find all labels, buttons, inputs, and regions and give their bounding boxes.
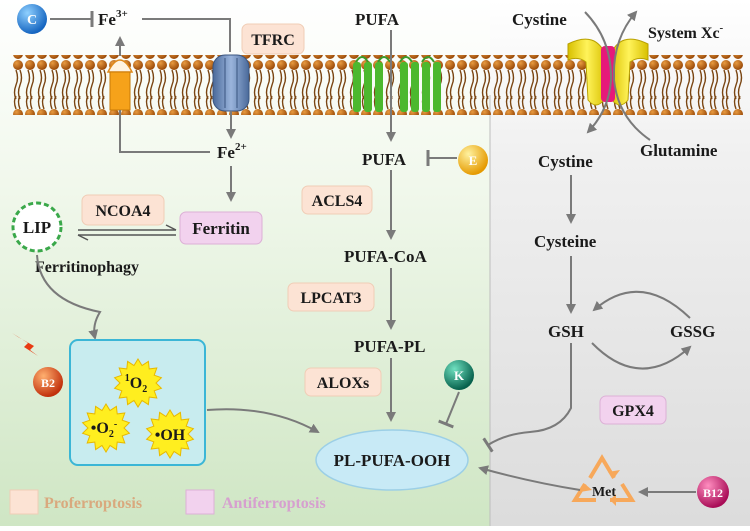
lpcat3-box (287, 282, 375, 312)
tfrc-receptor-shape (212, 54, 250, 112)
glutamine-label: Glutamine (640, 141, 718, 160)
ncoa4-label: NCOA4 (95, 203, 150, 220)
cystine-out-label: Cystine (512, 10, 567, 29)
gpx4-inhibit-line (482, 343, 572, 453)
vitamin-c-ball (17, 4, 47, 34)
cystine-import-arrow (584, 11, 613, 134)
gpx4-box (599, 395, 667, 425)
vitamin-e-ball (458, 145, 488, 175)
cysteine-label: Cysteine (534, 232, 597, 251)
fe3-label: Fe3+ (98, 8, 128, 29)
legend-pro-label: Proferroptosis (44, 495, 142, 512)
superoxide-label: •O2- (91, 419, 117, 440)
vitamin-b2-ball (33, 367, 63, 397)
vitamin-e-label: E (469, 153, 478, 168)
lpcat3-label: LPCAT3 (300, 290, 361, 307)
singlet-oxygen-label: 1O2 (125, 373, 147, 395)
pufa-label: PUFA (362, 150, 407, 169)
hydroxyl-label: •OH (155, 427, 186, 444)
iron-transporter-shape (106, 59, 134, 111)
pufa-coa-label: PUFA-CoA (344, 247, 427, 266)
recycle-icon (571, 454, 636, 506)
vitamin-b12-ball (697, 476, 729, 508)
met-to-peroxide-arrow (478, 465, 581, 491)
glutamine-export-arrow (612, 10, 651, 141)
vitamin-k-label: K (454, 368, 465, 383)
pufa-top-label: PUFA (355, 10, 400, 29)
gssg-label: GSSG (670, 322, 715, 341)
legend-anti-swatch (185, 489, 215, 515)
vitamin-c-label: C (27, 13, 37, 28)
acsl4-box (301, 185, 373, 215)
legend-anti-label: Antiferroptosis (222, 495, 326, 512)
ros-to-peroxide-arrow (206, 408, 320, 433)
ferritinophagy-label: Ferritinophagy (35, 259, 139, 276)
lip-circle (11, 201, 63, 253)
superoxide-star (81, 403, 131, 453)
equilibrium-arrows (77, 224, 177, 241)
vitamin-k-inhibit-line (438, 391, 460, 429)
transmembrane-protein-shape (353, 56, 441, 112)
fe3-to-tfrc-line (142, 18, 231, 52)
cystine-in-label: Cystine (538, 152, 593, 171)
aloxs-box (304, 367, 382, 397)
fe2-recycle-line (119, 110, 210, 153)
ferritin-box (179, 211, 263, 245)
vitamin-b2-label: B2 (41, 376, 55, 390)
lip-label: LIP (23, 218, 51, 237)
tfrc-box (241, 23, 305, 55)
legend-pro-swatch (9, 489, 39, 515)
acsl4-label: ACLS4 (312, 193, 363, 210)
tfrc-label: TFRC (251, 32, 295, 49)
aloxs-label: ALOXs (317, 375, 369, 392)
vitamin-k-ball (444, 360, 474, 390)
gsh-to-gssg-arrow (591, 342, 692, 370)
met-label: Met (592, 485, 616, 500)
ferritin-label: Ferritin (192, 219, 250, 238)
hydroxyl-star (145, 409, 195, 459)
vitamin-b12-label: B12 (703, 486, 723, 500)
ncoa4-box (81, 194, 165, 226)
fe2-label: Fe2+ (217, 141, 247, 162)
singlet-oxygen-star (113, 358, 163, 408)
gssg-to-gsh-arrow (592, 290, 691, 319)
system-xc-label: System Xc- (648, 22, 724, 42)
pl-pufa-ooh-label: PL-PUFA-OOH (334, 451, 451, 470)
gsh-label: GSH (548, 322, 584, 341)
pufa-pl-label: PUFA-PL (354, 337, 425, 356)
pl-pufa-ooh-ellipse (315, 429, 469, 491)
gpx4-label: GPX4 (612, 403, 654, 420)
lip-to-ros-arrow (36, 254, 102, 340)
